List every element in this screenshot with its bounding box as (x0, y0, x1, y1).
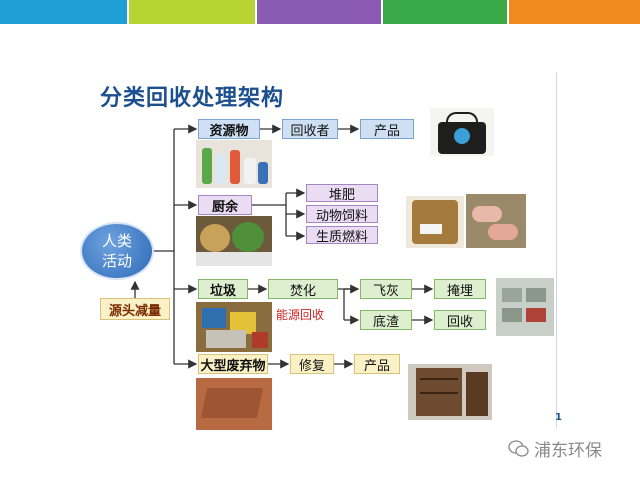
energy-recovery-label: 能源回收 (276, 308, 325, 322)
human-activity-line2: 活动 (101, 252, 132, 270)
top-bar-segment (509, 0, 640, 24)
recyclables-photo (196, 140, 272, 188)
animal-feed-box: 动物饲料 (306, 205, 378, 224)
kitchen-waste-photo (196, 216, 272, 266)
refurbished-furniture-photo (408, 364, 492, 420)
landfill-box: 掩埋 (434, 279, 486, 299)
fly-ash-box: 飞灰 (360, 279, 412, 299)
repair-box: 修复 (290, 354, 334, 374)
incineration-box: 焚化 (268, 279, 338, 299)
resources-product-box: 产品 (360, 119, 414, 139)
eco-bag-photo (430, 108, 494, 156)
livestock-photo (466, 194, 526, 248)
recycled-blocks-photo (496, 278, 554, 336)
watermark-text: 浦东环保 (534, 441, 602, 461)
watermark: 浦东环保 (508, 436, 602, 461)
compost-bag-photo (406, 196, 464, 248)
bulky-waste-photo (196, 378, 272, 430)
top-bar-segment (129, 0, 255, 24)
source-reduction-box: 源头减量 (100, 298, 170, 320)
top-bar-segment (257, 0, 381, 24)
recycle-box: 回收 (434, 310, 486, 330)
resources-box: 资源物 (198, 119, 260, 139)
top-color-bar (0, 0, 640, 24)
human-activity-line1: 人类 (101, 232, 132, 250)
top-bar-segment (383, 0, 507, 24)
biofuel-box: 生质燃料 (306, 226, 378, 245)
compost-box: 堆肥 (306, 184, 378, 203)
wechat-icon (508, 439, 529, 457)
page-number: 1 (555, 412, 562, 423)
bulky-product-box: 产品 (354, 354, 400, 374)
bottom-ash-box: 底渣 (360, 310, 412, 330)
human-activity-node: 人类 活动 (80, 222, 154, 280)
collector-box: 回收者 (282, 119, 338, 139)
page-title: 分类回收处理架构 (100, 86, 285, 111)
bulky-waste-box: 大型废弃物 (198, 354, 268, 374)
kitchen-waste-box: 厨余 (198, 195, 252, 215)
top-bar-segment (0, 0, 127, 24)
slide-divider-line (556, 72, 557, 428)
garbage-box: 垃圾 (198, 279, 248, 299)
garbage-photo (196, 302, 272, 352)
